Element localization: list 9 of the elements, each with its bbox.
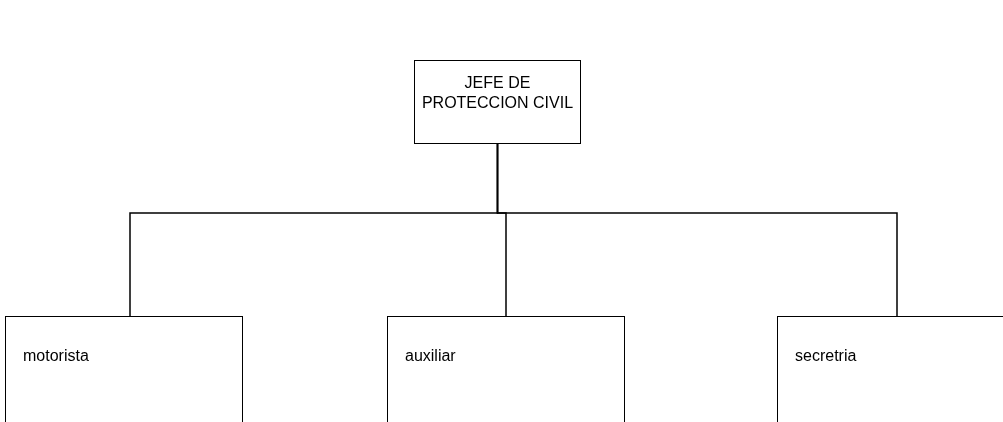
position-title: motorista bbox=[23, 347, 90, 365]
position-box bbox=[414, 60, 581, 144]
connector-line bbox=[496, 143, 898, 317]
subordinate-box bbox=[5, 316, 243, 422]
subordinate-box bbox=[387, 316, 625, 422]
position-title: JEFE DE PROTECCION CIVIL bbox=[421, 73, 574, 113]
subordinate-box bbox=[777, 316, 1003, 422]
position-title: auxiliar bbox=[405, 347, 457, 365]
position-title: secretria bbox=[795, 347, 858, 365]
